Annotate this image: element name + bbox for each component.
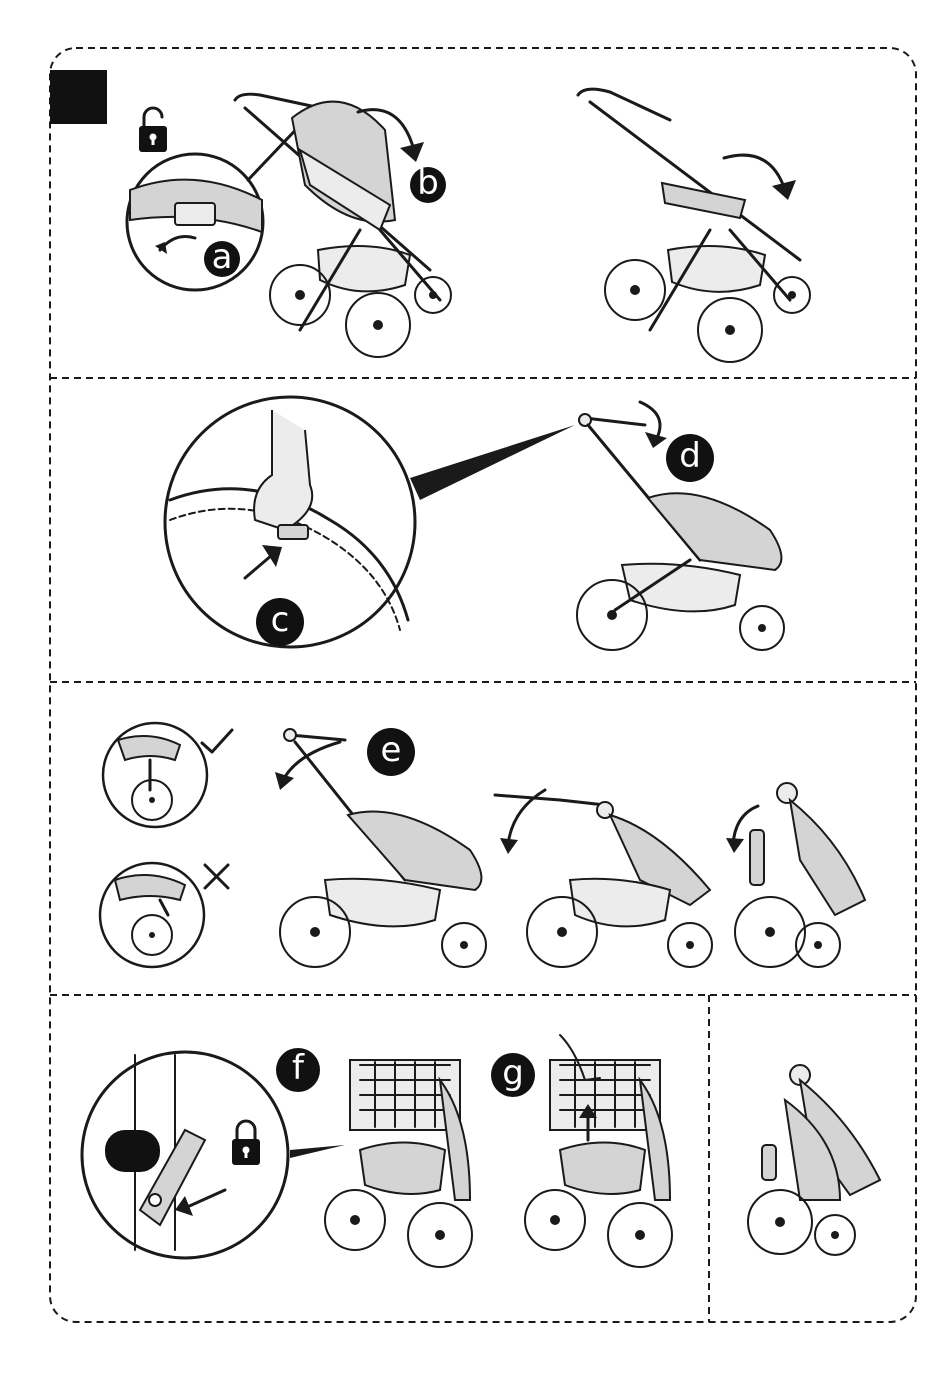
svg-text:e: e (381, 730, 402, 770)
step-badge-d: d (666, 434, 714, 482)
folded-stroller-carry (525, 1035, 672, 1267)
detail-circle-c (165, 397, 575, 647)
svg-text:f: f (292, 1048, 305, 1088)
svg-text:g: g (502, 1053, 524, 1093)
stroller-seat-removed (578, 89, 810, 362)
step-badge-b: b (410, 163, 446, 203)
step-badge-e: e (367, 728, 415, 776)
svg-text:b: b (417, 163, 439, 203)
svg-text:c: c (271, 600, 290, 640)
folded-stroller-lock (325, 1060, 472, 1267)
stroller-seat-attached (235, 94, 451, 357)
folded-stroller-final (748, 1065, 880, 1255)
rotate-arrow-seat-down (724, 155, 785, 190)
section-marker (50, 70, 107, 124)
step-badge-g: g (491, 1053, 535, 1097)
stroller-fold-step-3 (735, 783, 865, 967)
step-badge-c: c (256, 598, 304, 646)
wheel-detail-correct (103, 723, 207, 827)
unlock-icon (139, 108, 167, 152)
svg-text:d: d (679, 436, 701, 476)
stroller-fold-step-2 (495, 795, 712, 967)
svg-text:a: a (212, 237, 233, 277)
step-badge-f: f (276, 1048, 320, 1092)
wheel-detail-incorrect (100, 863, 204, 967)
check-icon (202, 730, 232, 752)
cross-icon (205, 865, 228, 888)
